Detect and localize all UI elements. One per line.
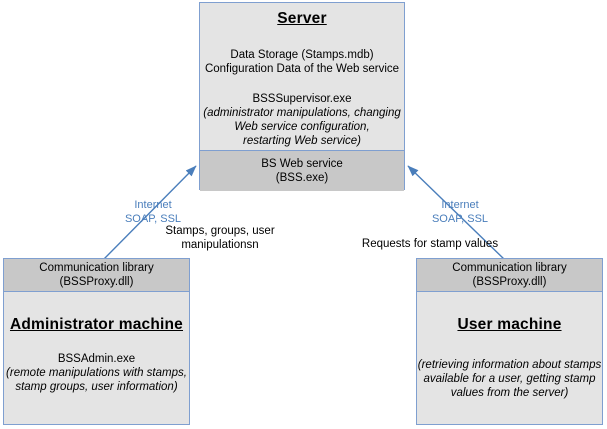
admin-desc-2: stamp groups, user information)	[15, 381, 178, 393]
right-payload-line-1: Requests for stamp values	[361, 238, 499, 250]
admin-communication-library-section: Communication library (BSSProxy.dll)	[4, 259, 189, 292]
left-protocol-line-1: Internet	[134, 199, 172, 211]
left-protocol-line-2: SOAP, SSL	[124, 213, 182, 225]
admin-desc-1: (remote manipulations with stamps,	[6, 367, 187, 379]
user-body-section: User machine (retrieving information abo…	[417, 292, 602, 426]
server-supervisor-desc-1: (administrator manipulations, changing	[203, 106, 401, 119]
admin-library-line-2: (BSSProxy.dll)	[59, 276, 134, 288]
left-payload-line-1: Stamps, groups, user	[165, 225, 275, 237]
user-desc-2: available for a user, getting stamp	[423, 373, 596, 385]
server-supervisor-desc-2: Web service configuration,	[234, 120, 370, 133]
right-protocol-line-1: Internet	[441, 199, 479, 211]
server-supervisor-desc-3: restarting Web service)	[242, 134, 362, 147]
user-library-line-2: (BSSProxy.dll)	[472, 276, 547, 288]
admin-app-group: BSSAdmin.exe (remote manipulations with …	[6, 352, 187, 394]
right-protocol-line-2: SOAP, SSL	[431, 213, 489, 225]
admin-body-section: Administrator machine BSSAdmin.exe (remo…	[4, 292, 189, 426]
user-desc-group: (retrieving information about stamps ava…	[418, 358, 601, 400]
user-desc-1: (retrieving information about stamps	[417, 359, 602, 371]
right-connection-payload-label: Requests for stamp values	[350, 237, 510, 251]
bs-web-service-line-2: (BSS.exe)	[275, 172, 329, 184]
server-box: Server Data Storage (Stamps.mdb) Configu…	[199, 2, 405, 191]
user-machine-box: Communication library (BSSProxy.dll) Use…	[416, 258, 603, 425]
right-connection-protocol-label: Internet SOAP, SSL	[420, 198, 500, 226]
server-supervisor-group: BSSSupervisor.exe (administrator manipul…	[203, 92, 401, 148]
administrator-machine-box: Communication library (BSSProxy.dll) Adm…	[3, 258, 190, 425]
administrator-machine-title: Administrator machine	[9, 316, 183, 333]
server-supervisor-name: BSSSupervisor.exe	[252, 92, 352, 105]
left-payload-line-2: manipulationsn	[181, 239, 259, 251]
bs-web-service-section: BS Web service (BSS.exe)	[200, 150, 404, 191]
server-upper-section: Server Data Storage (Stamps.mdb) Configu…	[200, 3, 404, 150]
server-storage-line-2: Configuration Data of the Web service	[204, 62, 400, 75]
user-library-line-1: Communication library	[452, 262, 567, 274]
server-storage-line-1: Data Storage (Stamps.mdb)	[230, 48, 374, 61]
left-connection-protocol-label: Internet SOAP, SSL	[113, 198, 193, 226]
bs-web-service-line-1: BS Web service	[261, 158, 343, 170]
admin-library-line-1: Communication library	[39, 262, 154, 274]
user-desc-3: values from the server)	[450, 387, 569, 399]
user-communication-library-section: Communication library (BSSProxy.dll)	[417, 259, 602, 292]
left-connection-payload-label: Stamps, groups, user manipulationsn	[152, 224, 288, 252]
server-storage-group: Data Storage (Stamps.mdb) Configuration …	[205, 48, 399, 76]
user-machine-title: User machine	[457, 316, 562, 333]
server-title: Server	[277, 9, 327, 27]
admin-exe-name: BSSAdmin.exe	[57, 353, 136, 365]
